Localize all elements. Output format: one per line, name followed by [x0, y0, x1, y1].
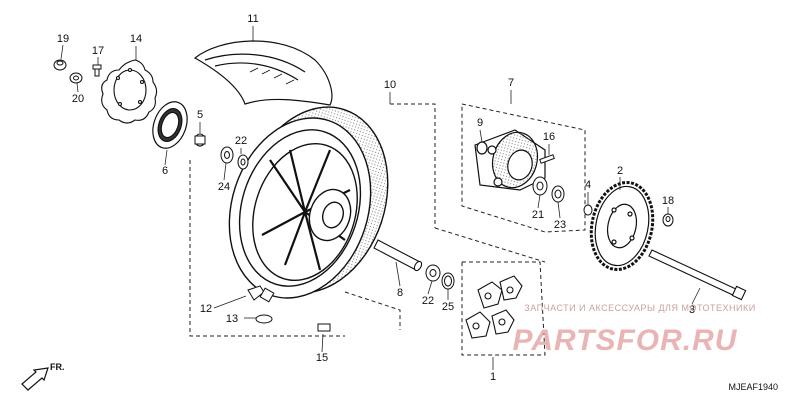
leader-line-9	[479, 129, 483, 143]
callout-label-25[interactable]: 25	[442, 301, 454, 313]
callout-label-22b[interactable]: 22	[422, 295, 434, 307]
leader-line-21	[537, 194, 541, 209]
callout-label-20[interactable]: 20	[72, 93, 84, 105]
callout-label-14[interactable]: 14	[130, 33, 142, 45]
part-labels: 1234567891011121314151617181920212222232…	[57, 13, 695, 383]
callout-label-19[interactable]: 19	[57, 33, 69, 45]
collar-icon	[476, 141, 488, 155]
washer-icon	[69, 72, 83, 84]
dust-seal-icon	[551, 185, 565, 203]
nut-icon	[53, 59, 67, 71]
bracket-wheel-right	[344, 291, 401, 330]
tire-icon	[193, 40, 333, 106]
front-label: FR.	[50, 362, 65, 372]
callout-label-22a[interactable]: 22	[235, 135, 247, 147]
spacer-icon	[152, 101, 188, 149]
leader-line-23	[557, 201, 561, 219]
callout-label-1[interactable]: 1	[490, 371, 496, 383]
leader-line-15	[321, 333, 324, 353]
callout-label-9[interactable]: 9	[477, 117, 483, 129]
bracket-wheel-left	[189, 160, 345, 337]
brake-disc-icon	[101, 59, 158, 124]
callout-label-8[interactable]: 8	[397, 287, 403, 299]
callout-label-16[interactable]: 16	[543, 131, 555, 143]
bracket-link	[434, 227, 546, 263]
callout-label-7[interactable]: 7	[508, 77, 514, 89]
collar-icon	[194, 133, 206, 147]
leader-line-12	[213, 295, 247, 309]
bearing-icon	[532, 176, 548, 196]
sleeve-icon	[373, 239, 423, 272]
o-ring-icon	[255, 314, 273, 324]
callout-label-3[interactable]: 3	[689, 304, 695, 316]
sprocket-icon	[589, 181, 655, 271]
callout-label-15[interactable]: 15	[316, 352, 328, 364]
leader-line-24	[223, 162, 227, 181]
leader-line-20	[76, 82, 79, 93]
callout-label-2[interactable]: 2	[617, 165, 623, 177]
damper-icon	[465, 275, 523, 339]
callout-label-10[interactable]: 10	[384, 79, 396, 91]
callout-label-24[interactable]: 24	[218, 181, 230, 193]
watermark-logo: PARTSFOR.RU	[513, 324, 738, 357]
axle-icon	[648, 249, 747, 301]
bracket-hub	[461, 103, 586, 233]
leader-line-6	[164, 149, 168, 166]
weight-icon	[317, 323, 331, 332]
wheel-icon	[228, 106, 389, 299]
callout-label-13[interactable]: 13	[226, 313, 238, 325]
diagram-code: MJEAF1940	[728, 382, 778, 392]
bracket-wheel	[390, 103, 436, 228]
callout-label-23[interactable]: 23	[554, 219, 566, 231]
watermark-tagline: ЗАПЧАСТИ И АКСЕССУАРЫ ДЛЯ МОТОТЕХНИКИ	[524, 303, 755, 313]
callout-label-17[interactable]: 17	[92, 45, 104, 57]
leader-line-3	[691, 287, 701, 305]
nut-icon	[662, 213, 674, 227]
bolt-icon	[92, 64, 102, 77]
washer-icon	[583, 204, 593, 216]
stud-icon	[539, 154, 555, 164]
bearing-icon	[220, 146, 234, 164]
front-arrow-icon: FR.	[21, 362, 65, 391]
callout-label-12[interactable]: 12	[200, 303, 212, 315]
leader-line-8	[395, 261, 401, 287]
callout-label-18[interactable]: 18	[662, 195, 674, 207]
callout-label-6[interactable]: 6	[162, 165, 168, 177]
callout-label-4[interactable]: 4	[585, 179, 591, 191]
callout-label-21[interactable]: 21	[532, 209, 544, 221]
bearing-icon	[425, 264, 441, 282]
hub-icon	[474, 129, 546, 191]
callout-label-11[interactable]: 11	[247, 13, 258, 25]
dust-seal-icon	[237, 154, 249, 170]
bracket-damper	[461, 261, 546, 356]
callout-label-5[interactable]: 5	[197, 109, 203, 121]
dust-seal-icon	[441, 272, 455, 290]
leader-lines	[60, 26, 701, 370]
valve-icon	[247, 285, 275, 303]
leader-line-22b	[427, 280, 433, 295]
leader-line-19	[60, 44, 64, 60]
